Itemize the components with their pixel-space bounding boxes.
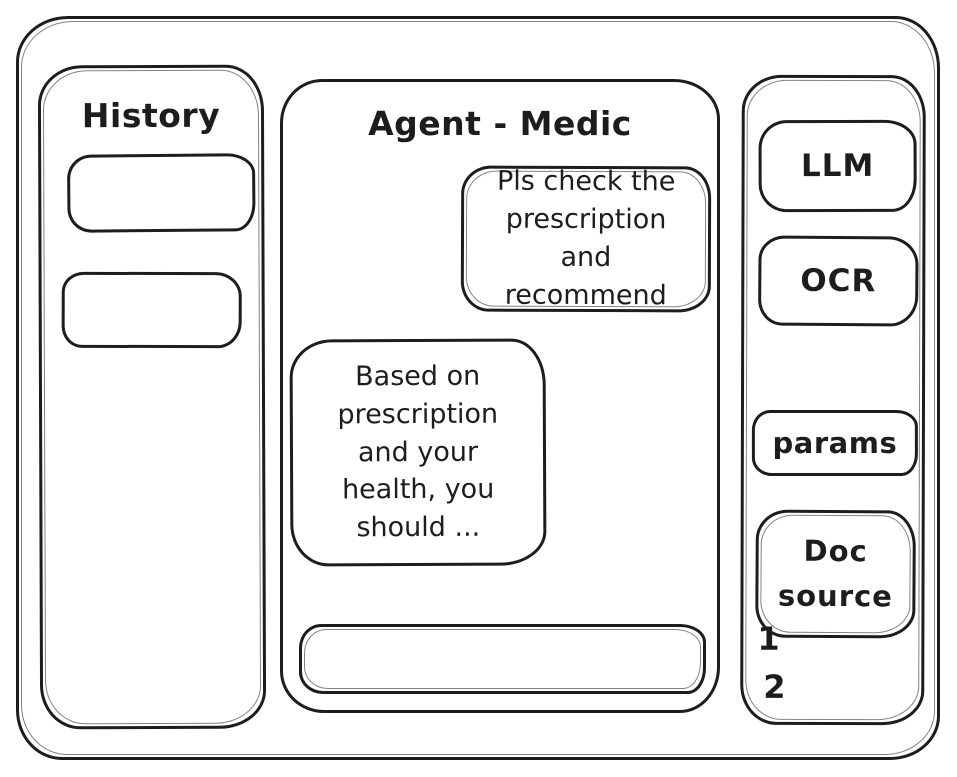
history-panel: History [37,64,267,730]
user-message-text: Pls check the prescription and recommend [496,166,676,312]
chat-title: Agent - Medic [368,104,632,143]
assistant-message-text: Based on prescription and your health, y… [337,360,499,544]
params-button[interactable]: params [751,409,918,477]
chat-input[interactable] [299,624,706,694]
user-message-bubble: Pls check the prescription and recommend [460,165,712,313]
tools-panel: LLM OCR params Doc source 1 2 [740,74,926,726]
app-window-frame: History Agent - Medic Pls check the pres… [16,16,940,760]
doc-source-item-1[interactable]: 1 [757,619,780,658]
history-item-1[interactable] [66,153,256,233]
history-title: History [81,95,221,136]
doc-source-item-2[interactable]: 2 [763,667,786,706]
chat-panel: Agent - Medic Pls check the prescription… [280,79,720,713]
ocr-button[interactable]: OCR [757,235,919,327]
llm-button[interactable]: LLM [758,119,917,213]
history-item-2[interactable] [61,271,242,349]
assistant-message-bubble: Based on prescription and your health, y… [289,338,547,567]
